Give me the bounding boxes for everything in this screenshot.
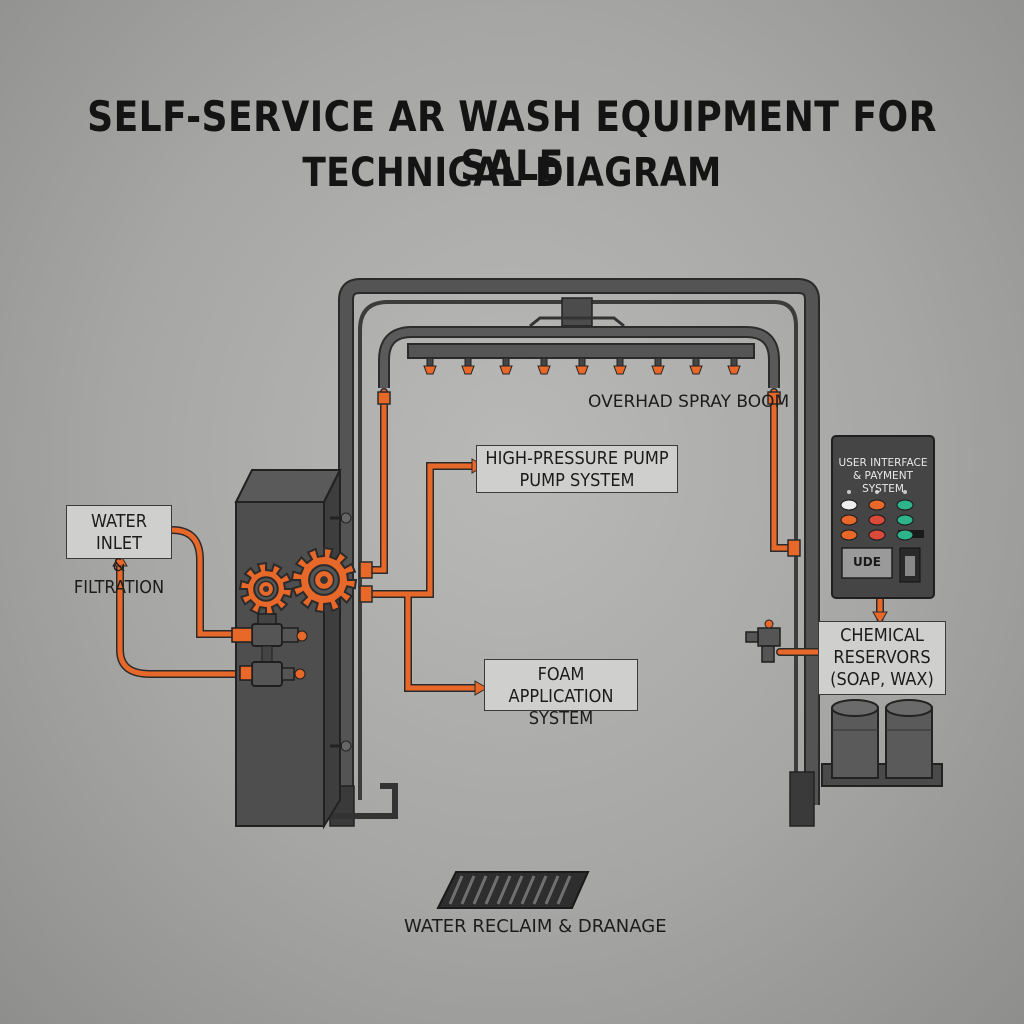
panel-button[interactable] <box>868 514 886 526</box>
nozzle <box>689 357 703 375</box>
gear-icon <box>290 546 358 614</box>
spray-boom <box>378 297 780 388</box>
nozzle <box>613 357 627 375</box>
water-inlet-label: WATER INLET& FILTRATION <box>66 505 172 598</box>
ui-panel-display: UDE <box>853 555 881 569</box>
pump-gears <box>238 546 358 617</box>
gantry-frame <box>326 278 820 827</box>
nozzle <box>499 357 513 375</box>
nozzle <box>461 357 475 375</box>
spray-boom-label: OVERHAD SPRAY BOOM <box>588 392 790 412</box>
water-reclaim-label: WATER RECLAIM & DRANAGE <box>404 916 667 937</box>
panel-button[interactable] <box>896 514 914 526</box>
nozzle <box>727 357 741 375</box>
panel-button[interactable] <box>896 499 914 511</box>
nozzle <box>575 357 589 375</box>
pump-cabinet <box>234 469 352 830</box>
orange-pipes <box>117 389 883 691</box>
ui-panel-title: USER INTERFACE& PAYMENT SYSTEM <box>838 457 928 495</box>
panel-button[interactable] <box>868 499 886 511</box>
diagram-title: SELF-SERVICE AR WASH EQUIPMENT FOR SALE <box>87 92 937 190</box>
nozzle <box>423 357 437 375</box>
inlet-valves <box>231 613 308 687</box>
chemical-drums <box>821 699 943 787</box>
gear-icon <box>238 561 294 617</box>
drain-grate <box>436 871 590 909</box>
diagram-subtitle: TECHNICAL DIAGRAM <box>302 150 722 196</box>
panel-button[interactable] <box>868 529 886 541</box>
pipe-couplings <box>359 391 801 603</box>
spray-nozzles <box>423 357 741 375</box>
panel-button[interactable] <box>840 514 858 526</box>
panel-buttons <box>840 490 914 541</box>
nozzle <box>651 357 665 375</box>
chemical-injector-valve <box>745 619 781 663</box>
panel-button[interactable] <box>840 529 858 541</box>
nozzle <box>537 357 551 375</box>
panel-button[interactable] <box>840 499 858 511</box>
panel-button[interactable] <box>896 529 914 541</box>
